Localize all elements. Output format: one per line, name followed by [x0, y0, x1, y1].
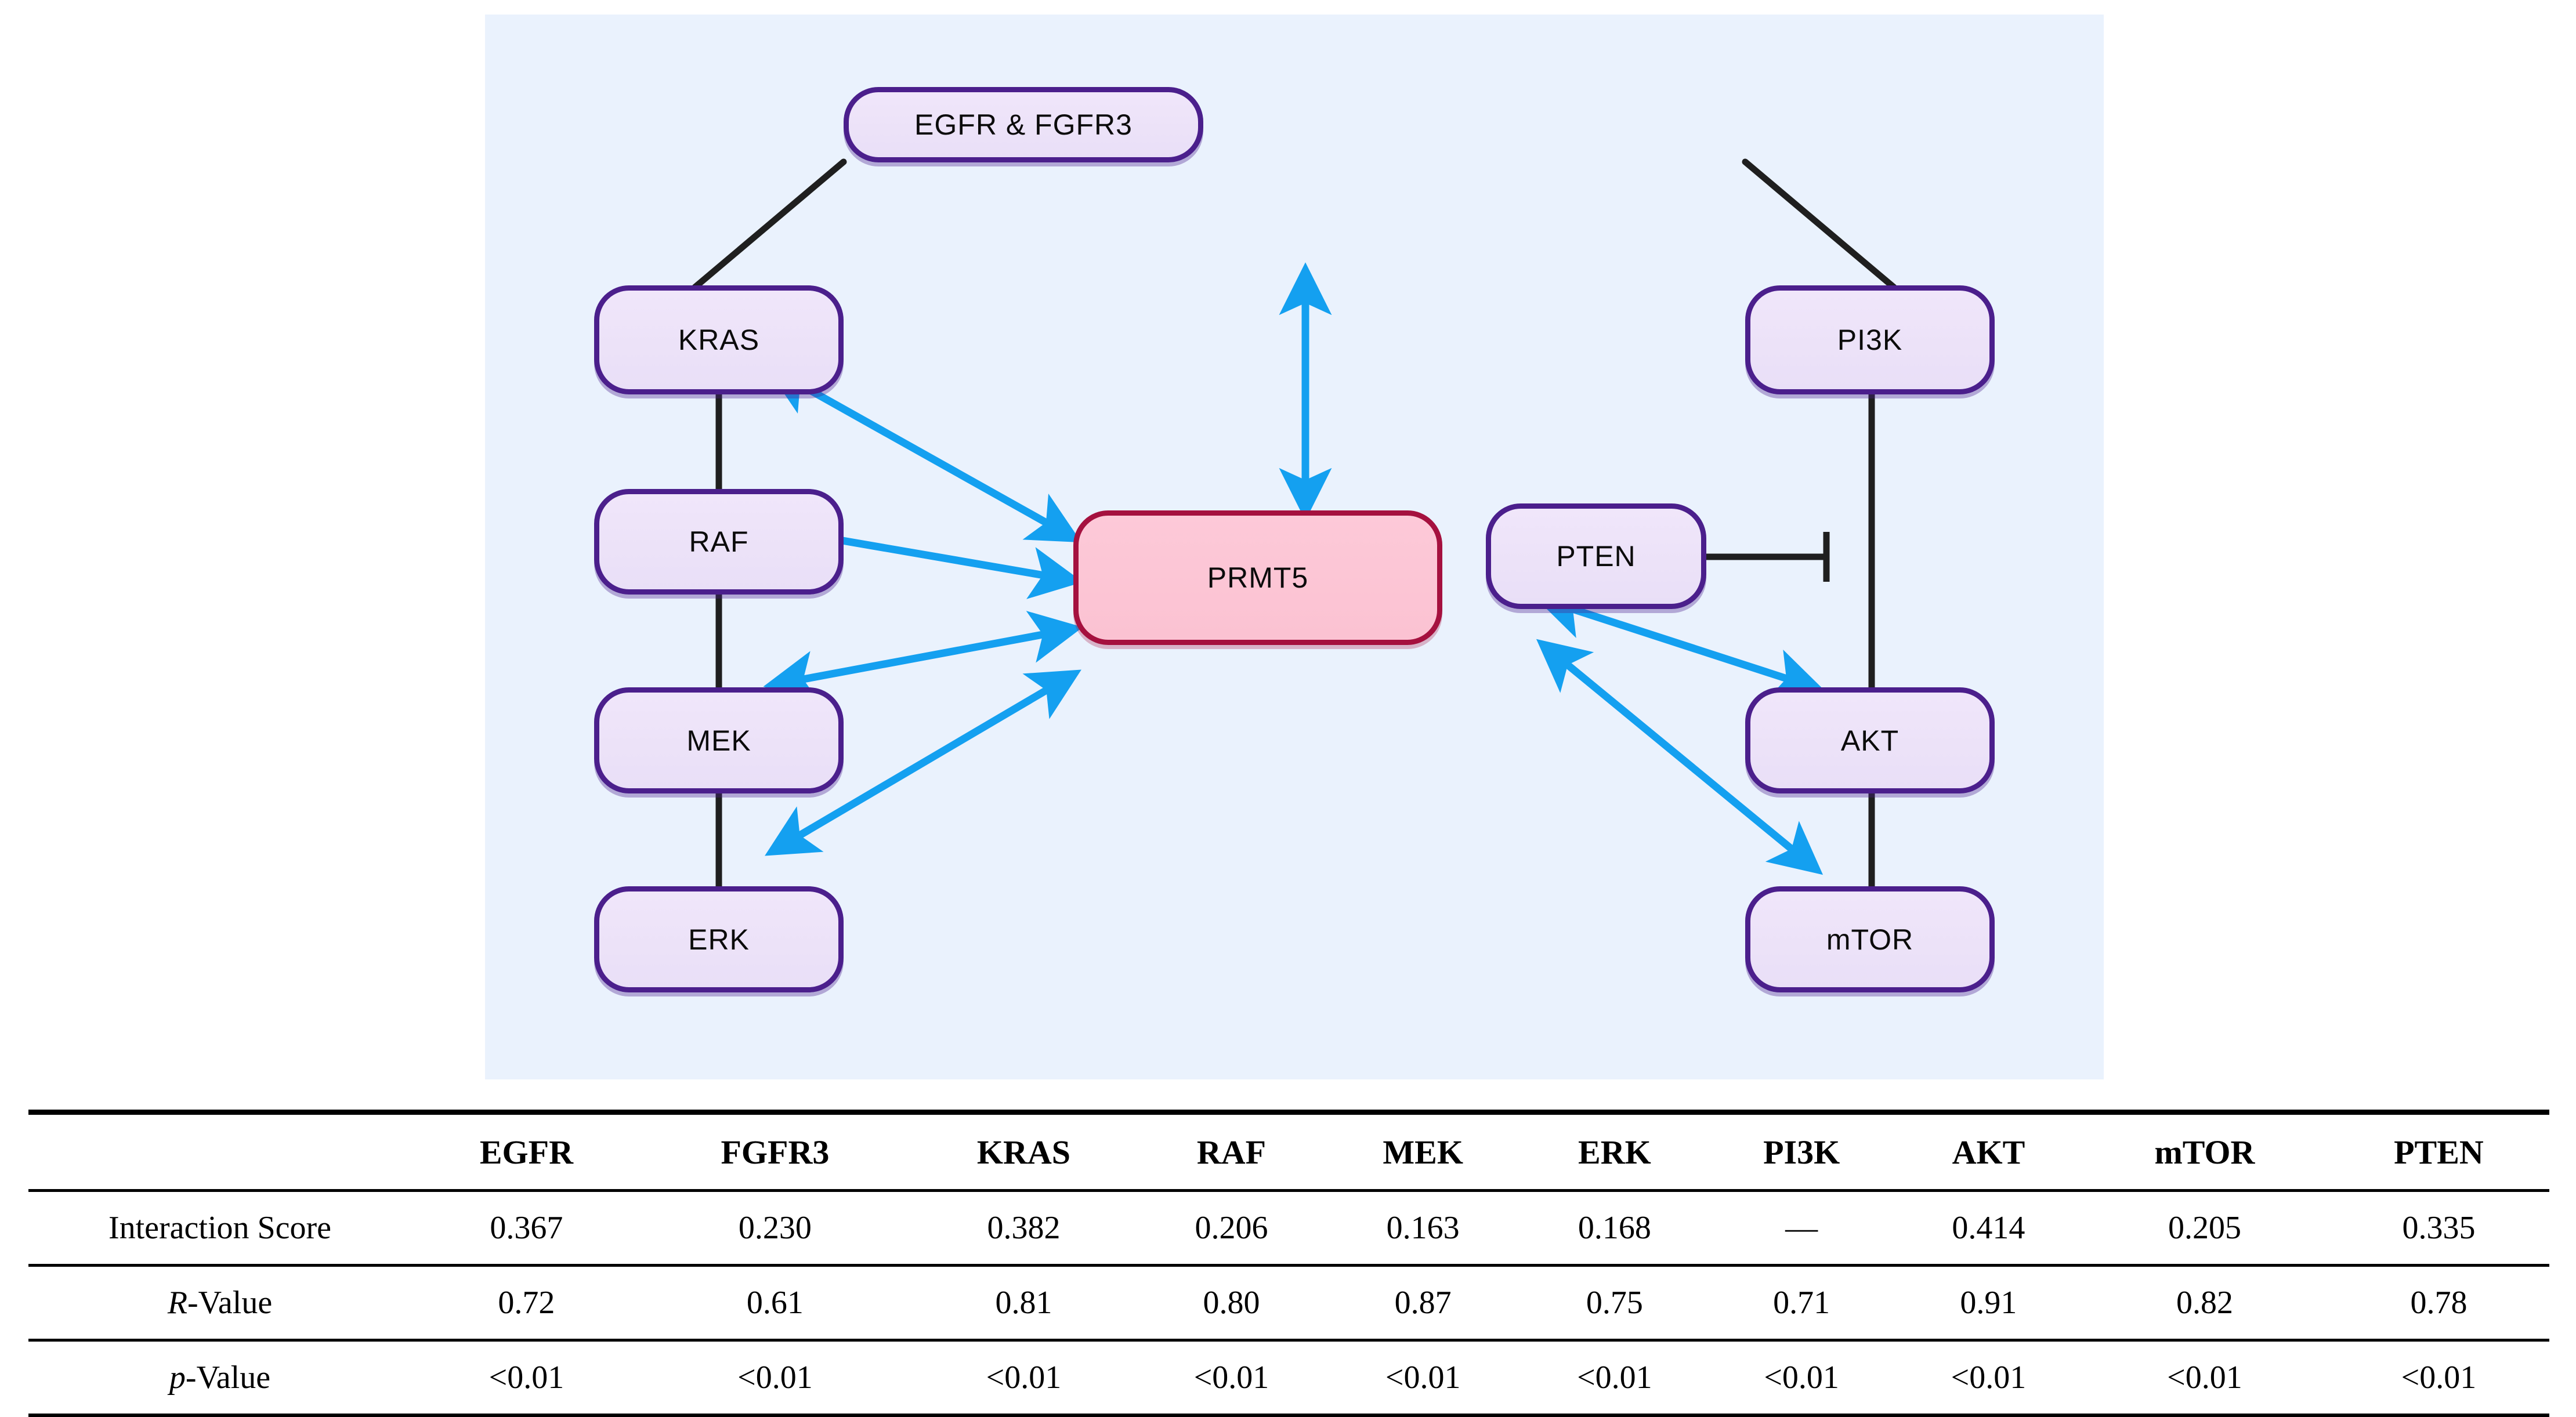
- row-label-text: Interaction Score: [108, 1210, 332, 1246]
- node-mek[interactable]: MEK: [594, 687, 844, 793]
- cell-rvalue-fgfr3: 0.61: [746, 1285, 804, 1321]
- node-erk[interactable]: ERK: [594, 886, 844, 992]
- cell-pvalue-egfr: <0.01: [489, 1360, 565, 1396]
- cell-rvalue-kras: 0.81: [995, 1285, 1052, 1321]
- node-egfr-fgfr3[interactable]: EGFR & FGFR3: [844, 87, 1203, 162]
- node-pten[interactable]: PTEN: [1486, 503, 1706, 609]
- column-header-erk: ERK: [1578, 1133, 1651, 1171]
- node-label: ERK: [688, 923, 750, 956]
- cell-rvalue-akt: 0.91: [1960, 1285, 2017, 1321]
- column-header-raf: RAF: [1196, 1133, 1267, 1171]
- node-mtor[interactable]: mTOR: [1745, 886, 1995, 992]
- cell-rvalue-pi3k: 0.71: [1773, 1285, 1830, 1321]
- node-label: PI3K: [1837, 324, 1903, 356]
- row-label-text: -Value: [185, 1360, 271, 1396]
- column-header-fgfr3: FGFR3: [721, 1133, 830, 1171]
- node-akt[interactable]: AKT: [1745, 687, 1995, 793]
- table-row-p-value: p-Value <0.01 <0.01 <0.01 <0.01 <0.01 <0…: [28, 1340, 2549, 1416]
- row-label-italic: R: [167, 1285, 188, 1321]
- node-kras[interactable]: KRAS: [594, 285, 844, 394]
- activation-edges: [692, 158, 1897, 890]
- cell-pvalue-mek: <0.01: [1385, 1360, 1461, 1396]
- node-pi3k[interactable]: PI3K: [1745, 285, 1995, 394]
- column-header-akt: AKT: [1952, 1133, 2025, 1171]
- column-header-kras: KRAS: [976, 1133, 1071, 1171]
- row-label-p-value: p-Value: [28, 1340, 411, 1416]
- node-raf[interactable]: RAF: [594, 489, 844, 595]
- cell-pvalue-pi3k: <0.01: [1764, 1360, 1839, 1396]
- table-header: EGFR FGFR3 KRAS RAF MEK ERK PI3K AKT mTO…: [28, 1112, 2549, 1191]
- column-header-mtor: mTOR: [2154, 1133, 2255, 1171]
- cell-pvalue-akt: <0.01: [1951, 1360, 2027, 1396]
- cell-interaction-raf: 0.206: [1195, 1210, 1268, 1246]
- cell-pvalue-raf: <0.01: [1193, 1360, 1269, 1396]
- cell-pvalue-mtor: <0.01: [2167, 1360, 2242, 1396]
- table-header-row: EGFR FGFR3 KRAS RAF MEK ERK PI3K AKT mTO…: [28, 1112, 2549, 1191]
- table-row-r-value: R-Value 0.72 0.61 0.81 0.80 0.87 0.75 0.…: [28, 1265, 2549, 1340]
- cell-pvalue-erk: <0.01: [1577, 1360, 1652, 1396]
- table-body: Interaction Score 0.367 0.230 0.382 0.20…: [28, 1190, 2549, 1416]
- node-label: EGFR & FGFR3: [914, 108, 1133, 141]
- cell-rvalue-raf: 0.80: [1203, 1285, 1260, 1321]
- row-label-r-value: R-Value: [28, 1266, 411, 1340]
- node-label: MEK: [686, 724, 751, 757]
- column-header-pten: PTEN: [2394, 1133, 2484, 1171]
- node-prmt5[interactable]: PRMT5: [1073, 510, 1442, 645]
- node-label: AKT: [1840, 724, 1900, 757]
- cell-interaction-erk: 0.168: [1578, 1210, 1651, 1246]
- cell-pvalue-pten: <0.01: [2401, 1360, 2477, 1396]
- cell-interaction-mtor: 0.205: [2168, 1210, 2241, 1246]
- cell-pvalue-fgfr3: <0.01: [737, 1360, 813, 1396]
- row-label-interaction-score: Interaction Score: [28, 1191, 411, 1266]
- node-label: RAF: [689, 526, 749, 558]
- cell-interaction-mek: 0.163: [1386, 1210, 1460, 1246]
- cell-interaction-akt: 0.414: [1952, 1210, 2025, 1246]
- pathway-diagram-panel: EGFR & FGFR3 KRAS RAF MEK ERK PRMT5 PI3K…: [485, 15, 2104, 1079]
- cell-interaction-pi3k: —: [1785, 1210, 1818, 1246]
- cell-rvalue-erk: 0.75: [1586, 1285, 1643, 1321]
- cell-rvalue-mek: 0.87: [1394, 1285, 1452, 1321]
- cell-interaction-egfr: 0.367: [490, 1210, 563, 1246]
- cell-interaction-pten: 0.335: [2402, 1210, 2476, 1246]
- column-header-egfr: EGFR: [479, 1133, 573, 1171]
- cell-interaction-fgfr3: 0.230: [738, 1210, 812, 1246]
- column-header-pi3k: PI3K: [1763, 1133, 1840, 1171]
- interaction-statistics-table: EGFR FGFR3 KRAS RAF MEK ERK PI3K AKT mTO…: [28, 1110, 2549, 1417]
- table-row-interaction-score: Interaction Score 0.367 0.230 0.382 0.20…: [28, 1190, 2549, 1266]
- row-label-italic: p: [169, 1360, 186, 1396]
- row-label-text: -Value: [187, 1285, 273, 1321]
- cell-interaction-kras: 0.382: [987, 1210, 1061, 1246]
- inhibition-edge-pten: [1705, 532, 1830, 582]
- cell-rvalue-mtor: 0.82: [2176, 1285, 2233, 1321]
- node-label: mTOR: [1826, 923, 1914, 956]
- node-label: PRMT5: [1207, 561, 1309, 594]
- node-label: PTEN: [1556, 540, 1636, 572]
- cell-rvalue-egfr: 0.72: [498, 1285, 555, 1321]
- cell-rvalue-pten: 0.78: [2410, 1285, 2468, 1321]
- column-header-mek: MEK: [1383, 1133, 1463, 1171]
- cell-pvalue-kras: <0.01: [986, 1360, 1062, 1396]
- node-label: KRAS: [678, 324, 760, 356]
- row-header-corner: [28, 1112, 411, 1191]
